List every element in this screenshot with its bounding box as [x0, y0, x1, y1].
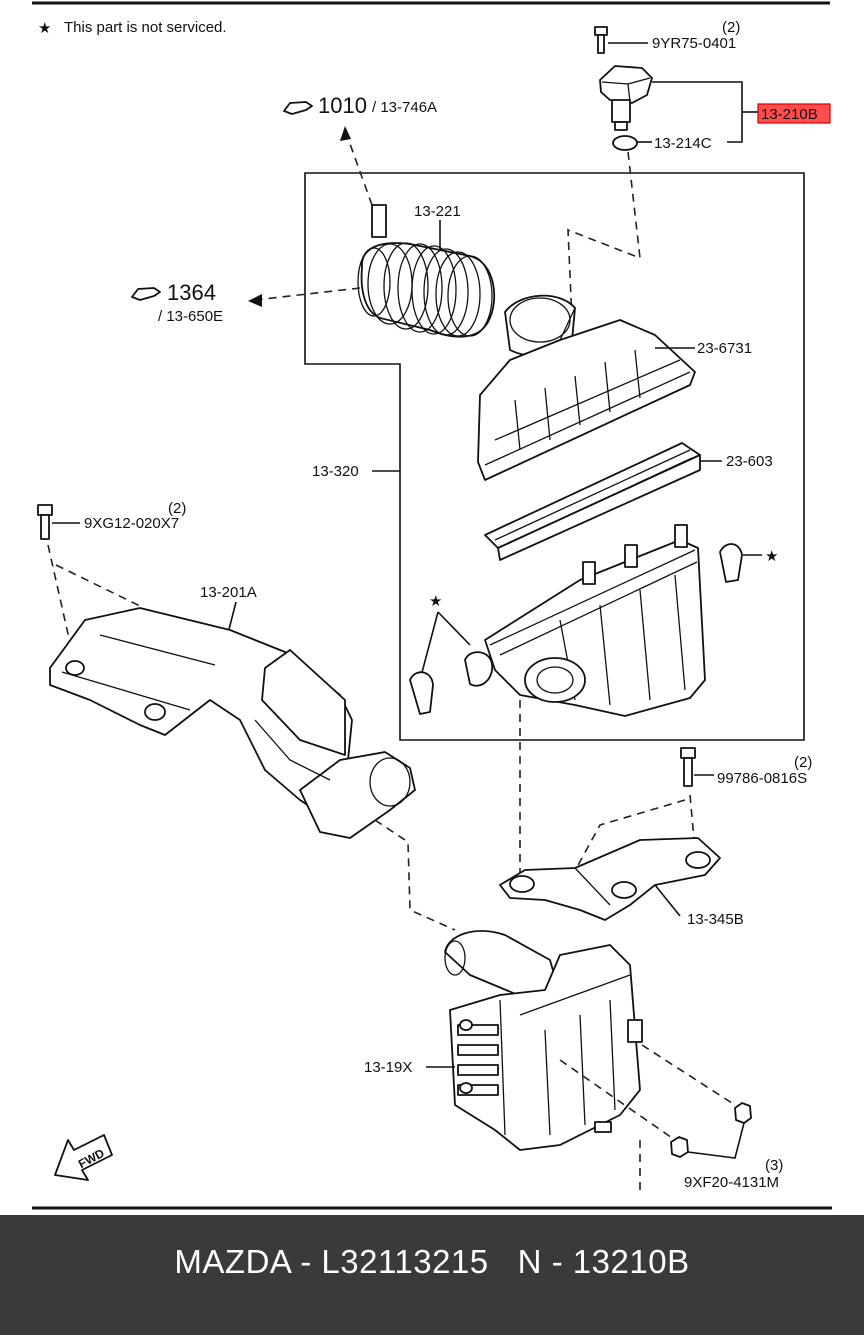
label-element: 23-603 [726, 453, 773, 470]
label-air-duct: 13-201A [200, 584, 257, 601]
ref-1010-ref: / 13-746A [372, 99, 437, 116]
assembly-outline [304, 172, 805, 741]
label-oring: 13-214C [654, 135, 712, 152]
label-bracket: 13-345B [687, 911, 744, 928]
ref-1364-num[interactable]: 1364 [167, 280, 216, 305]
label-bolt-right: 99786-0816S [717, 770, 807, 787]
bolt-top-icon [594, 26, 608, 54]
resonator-icon [444, 930, 643, 1151]
footer-part-number: MAZDA - L32113215 N - 13210B [174, 1243, 690, 1280]
bolt-right-icon [680, 747, 696, 787]
air-cleaner-case-icon [464, 524, 743, 717]
label-bolt-top-qty: (2) [722, 19, 740, 36]
label-assembly: 13-320 [312, 463, 359, 480]
reference-hand-icon [283, 101, 313, 115]
note-star: ★ [38, 20, 51, 37]
parts-diagram: ★ This part is not serviced. (2) 9YR75-0… [32, 1, 832, 1210]
nut-icon [670, 1102, 752, 1158]
note-text: This part is not serviced. [64, 19, 227, 36]
label-bolt-left: 9XG12-020X7 [84, 515, 179, 532]
label-bolt-left-qty: (2) [168, 500, 186, 517]
star-right: ★ [765, 548, 778, 565]
label-sensor[interactable]: 13-210B [761, 106, 818, 123]
ref-1364-ref: / 13-650E [158, 308, 223, 325]
footer-bar: MAZDA - L32113215 N - 13210B [0, 1215, 864, 1335]
label-resonator: 13-19X [364, 1059, 412, 1076]
air-duct-icon [49, 607, 416, 839]
label-nut: 9XF20-4131M [684, 1174, 779, 1191]
ref-1010-num[interactable]: 1010 [318, 93, 367, 118]
forward-arrow-icon: FWD [54, 1134, 113, 1181]
bracket-icon [499, 837, 721, 921]
bolt-left-icon [37, 504, 53, 540]
reference-hand-icon-2 [131, 287, 161, 301]
star-left: ★ [429, 593, 442, 610]
oring-icon [612, 135, 638, 151]
label-duct-hose: 13-221 [414, 203, 461, 220]
airflow-sensor-icon [599, 65, 653, 131]
filter-element-icon [484, 442, 701, 561]
label-bolt-top: 9YR75-0401 [652, 35, 736, 52]
duct-hose-icon [357, 204, 496, 338]
label-bolt-right-qty: (2) [794, 754, 812, 771]
highlight-box [757, 103, 831, 124]
label-cover: 23-6731 [697, 340, 752, 357]
air-cleaner-cover-icon [477, 294, 696, 481]
label-nut-qty: (3) [765, 1157, 783, 1174]
